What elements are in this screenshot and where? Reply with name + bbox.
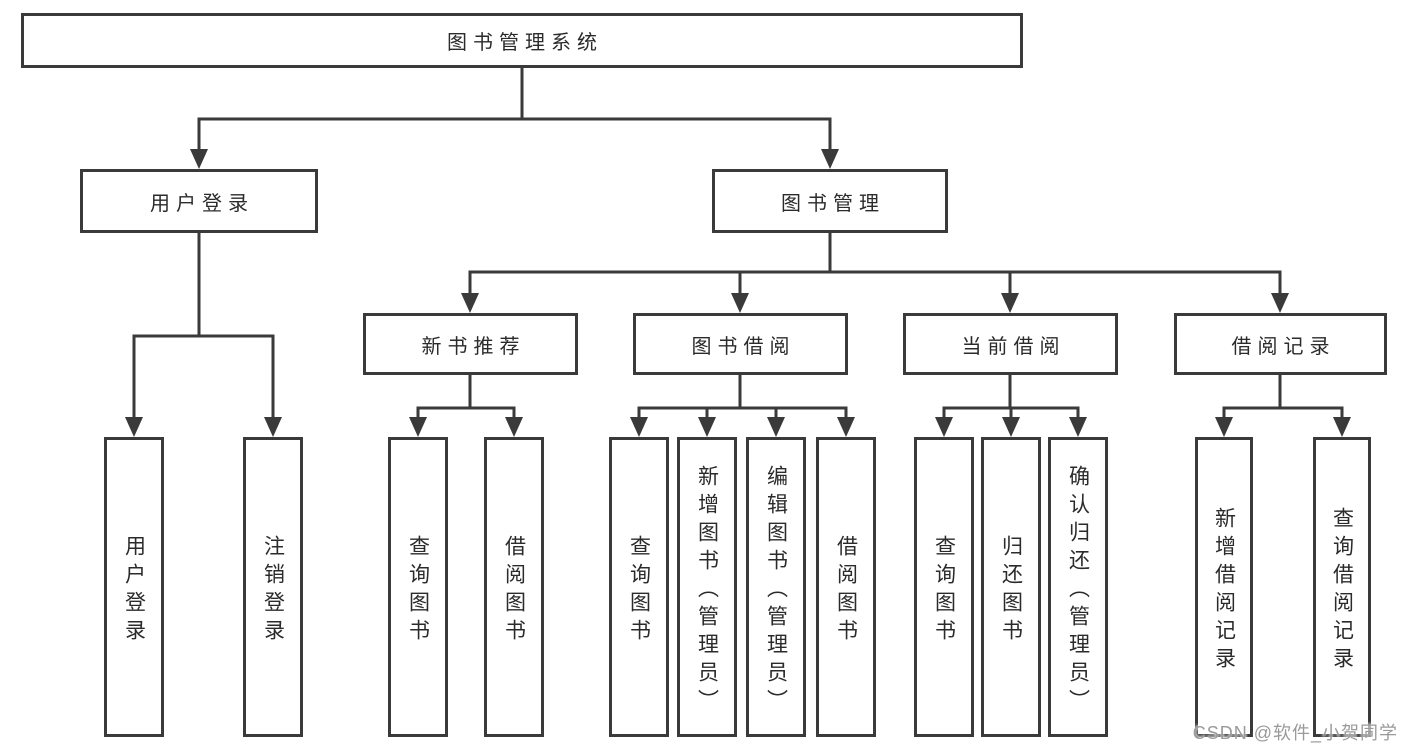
leaf-query-books-recommend: 查询图书 <box>388 437 448 737</box>
arrowhead <box>731 293 749 313</box>
arrowhead <box>837 417 855 437</box>
node-borrowing-records: 借阅记录 <box>1174 313 1387 375</box>
arrowhead <box>505 417 523 437</box>
arrowhead <box>409 417 427 437</box>
leaf-return-books: 归还图书 <box>981 437 1041 737</box>
node-book-management: 图书管理 <box>712 169 948 233</box>
arrowhead <box>264 417 282 437</box>
node-user-login: 用户登录 <box>80 169 318 233</box>
node-current-borrowing: 当前借阅 <box>903 313 1118 375</box>
leaf-query-books-borrow: 查询图书 <box>609 437 669 737</box>
leaf-query-books-current: 查询图书 <box>914 437 974 737</box>
arrowhead <box>1001 293 1019 313</box>
node-book-borrowing: 图书借阅 <box>633 313 848 375</box>
arrowhead <box>698 417 716 437</box>
arrowhead <box>767 417 785 437</box>
arrowhead <box>1333 417 1351 437</box>
leaf-edit-book-admin: 编辑图书（管理员） <box>746 437 806 737</box>
leaf-logout: 注销登录 <box>243 437 303 737</box>
node-new-book-recommendation: 新书推荐 <box>363 313 578 375</box>
arrowhead <box>1271 293 1289 313</box>
leaf-borrow-books: 借阅图书 <box>816 437 876 737</box>
arrowhead <box>1215 417 1233 437</box>
arrowhead <box>630 417 648 437</box>
arrowhead <box>935 417 953 437</box>
leaf-confirm-return-admin: 确认归还（管理员） <box>1048 437 1108 737</box>
arrowhead <box>461 293 479 313</box>
arrowhead <box>125 417 143 437</box>
watermark-text: CSDN @软件_小贺同学 <box>1192 723 1398 743</box>
node-library-management-system: 图书管理系统 <box>21 13 1023 68</box>
leaf-add-borrow-record: 新增借阅记录 <box>1195 437 1253 737</box>
arrowhead <box>821 149 839 169</box>
leaf-query-borrow-record: 查询借阅记录 <box>1313 437 1371 737</box>
leaf-add-book-admin: 新增图书（管理员） <box>677 437 737 737</box>
leaf-borrow-books-recommend: 借阅图书 <box>484 437 544 737</box>
leaf-user-login: 用户登录 <box>104 437 164 737</box>
arrowhead <box>1069 417 1087 437</box>
arrowhead <box>190 149 208 169</box>
arrowhead <box>1002 417 1020 437</box>
